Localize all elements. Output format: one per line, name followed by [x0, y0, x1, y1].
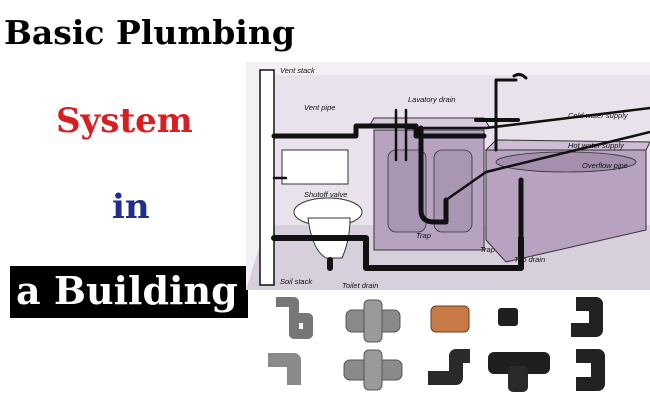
label-soil-stack: Soil stack [280, 277, 313, 286]
copper-coupling [430, 305, 470, 333]
label-hot-water-supply: Hot water supply [568, 141, 625, 150]
label-shutoff-valve: Shutoff valve [304, 190, 347, 199]
title-line-1: Basic Plumbing [4, 13, 295, 52]
black-street-elbow [428, 349, 470, 385]
title-line-3: in [112, 187, 150, 227]
black-tee [488, 352, 550, 392]
label-trap-sink: Trap [416, 231, 431, 240]
black-elbow-2 [576, 349, 605, 391]
label-vent-stack: Vent stack [280, 66, 316, 75]
vent-soil-stack [259, 69, 275, 286]
lavatory-drain-line [418, 125, 449, 225]
vent-pipe-line [271, 123, 487, 139]
galvanized-elbow [276, 297, 313, 339]
black-elbow [571, 297, 603, 337]
label-toilet-drain: Toilet drain [342, 281, 378, 290]
pipes [271, 72, 650, 271]
black-bushing [498, 308, 518, 326]
label-overflow-pipe: Overflow pipe [582, 161, 628, 170]
main-drain-line [271, 235, 524, 271]
label-lavatory-drain: Lavatory drain [408, 95, 456, 104]
pipe-fittings [268, 297, 605, 392]
label-tub-drain: Tub drain [514, 255, 545, 264]
galvanized-street-elbow [268, 353, 301, 385]
title-line-2: System [56, 101, 193, 141]
label-cold-water-supply: Cold water supply [568, 111, 629, 120]
label-trap-tub: Trap [480, 245, 495, 254]
title-line-4: a Building [10, 266, 248, 318]
label-vent-pipe: Vent pipe [304, 103, 335, 112]
galvanized-tee [345, 299, 401, 343]
shower-pipe [494, 78, 518, 152]
plumbing-diagram: Vent stack Vent pipe Lavatory drain Cold… [246, 62, 650, 290]
galvanized-cross [343, 349, 403, 391]
